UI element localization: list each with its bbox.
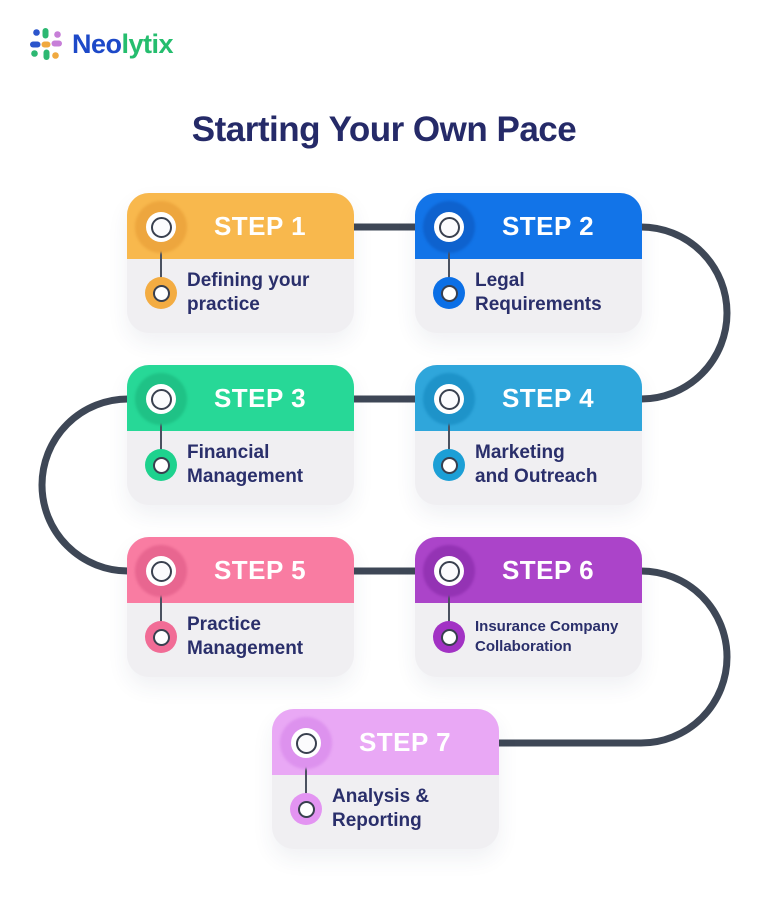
timeline-line — [160, 227, 162, 293]
brand-name-suffix: lytix — [121, 28, 174, 59]
timeline-node-icon — [434, 556, 464, 586]
timeline-dot-icon — [433, 621, 465, 653]
step-label: STEP 5 — [213, 554, 307, 585]
step-label: STEP 4 — [501, 382, 595, 413]
brand-name: Neolytix — [72, 28, 174, 60]
step-label: STEP 6 — [501, 554, 595, 585]
timeline-dot-icon — [145, 621, 177, 653]
pinwheel-people-icon — [30, 28, 62, 60]
step-description: Analysis &Reporting — [332, 786, 430, 832]
step-label: STEP 2 — [501, 210, 595, 241]
timeline-node-icon — [146, 384, 176, 414]
timeline-node-icon — [146, 212, 176, 242]
brand-logo: Neolytix — [28, 26, 174, 62]
brand-name-prefix: Neo — [72, 28, 122, 59]
timeline-node-icon — [291, 728, 321, 758]
timeline-dot-icon — [145, 449, 177, 481]
timeline-dot-icon — [145, 277, 177, 309]
timeline-line — [448, 399, 450, 465]
page-title: Starting Your Own Pace — [191, 110, 577, 149]
timeline-node-icon — [434, 212, 464, 242]
timeline-line — [160, 399, 162, 465]
step-label: STEP 3 — [213, 382, 307, 413]
timeline-node-icon — [434, 384, 464, 414]
step-label: STEP 1 — [213, 210, 307, 241]
timeline-node-icon — [146, 556, 176, 586]
timeline-dot-icon — [433, 449, 465, 481]
timeline-line — [448, 227, 450, 293]
timeline-line — [305, 743, 307, 809]
step-card-7: STEP 7 Analysis &Reporting — [272, 709, 499, 849]
step-label: STEP 7 — [358, 726, 452, 757]
timeline-dot-icon — [433, 277, 465, 309]
timeline-line — [160, 571, 162, 637]
timeline-dot-icon — [290, 793, 322, 825]
timeline-line — [448, 571, 450, 637]
